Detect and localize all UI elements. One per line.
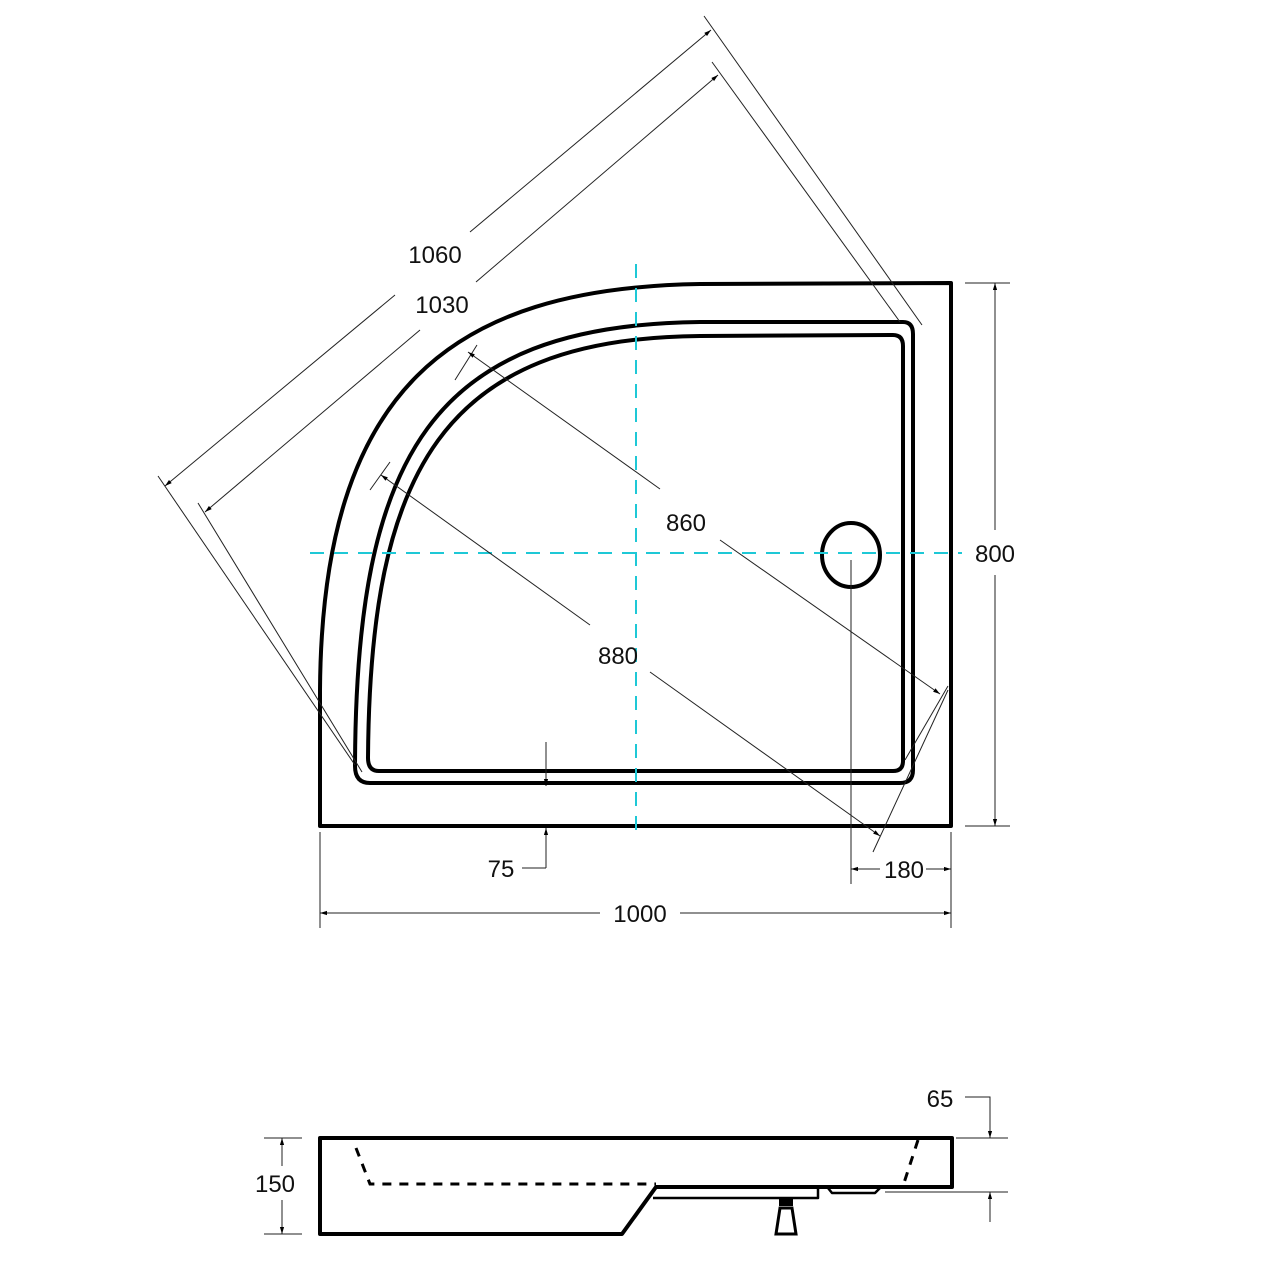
dimension-150: 150: [255, 1137, 302, 1235]
dimension-label-150: 150: [255, 1171, 295, 1198]
dimension-800: 800: [965, 282, 1015, 827]
dimension-label-880: 880: [598, 643, 638, 670]
dimension-1000: 1000: [319, 832, 952, 928]
dimension-label-180: 180: [884, 857, 924, 884]
dimension-label-75: 75: [488, 856, 515, 883]
foot-nut: [779, 1199, 793, 1206]
drain-body: [653, 1187, 820, 1200]
dimension-75: 75: [488, 742, 549, 883]
dimension-880: 880: [369, 461, 949, 853]
plan-view: 1060 1030 860 880: [157, 15, 1015, 928]
dimension-860: 860: [454, 344, 949, 761]
drain-cap: [827, 1187, 881, 1195]
dimension-65: 65: [885, 1086, 1008, 1222]
basin-hidden-line-right: [901, 1139, 920, 1187]
dimension-1060: 1060: [157, 15, 923, 766]
tray-basin-outline: [366, 333, 905, 773]
dimension-label-860: 860: [666, 510, 706, 537]
tray-outer-outline: [318, 281, 953, 828]
dimension-1030: 1030: [197, 61, 901, 773]
dimension-label-1000: 1000: [613, 901, 666, 928]
dimension-180: 180: [850, 560, 952, 884]
adjustable-foot: [774, 1206, 798, 1236]
tray-side-outline: [318, 1136, 954, 1236]
side-view: 150 65: [255, 1086, 1008, 1236]
basin-hidden-line: [354, 1147, 656, 1186]
dimension-label-65: 65: [927, 1086, 954, 1113]
dimension-label-1030: 1030: [415, 292, 468, 319]
dimension-label-800: 800: [975, 541, 1015, 568]
dimension-label-1060: 1060: [408, 242, 461, 269]
